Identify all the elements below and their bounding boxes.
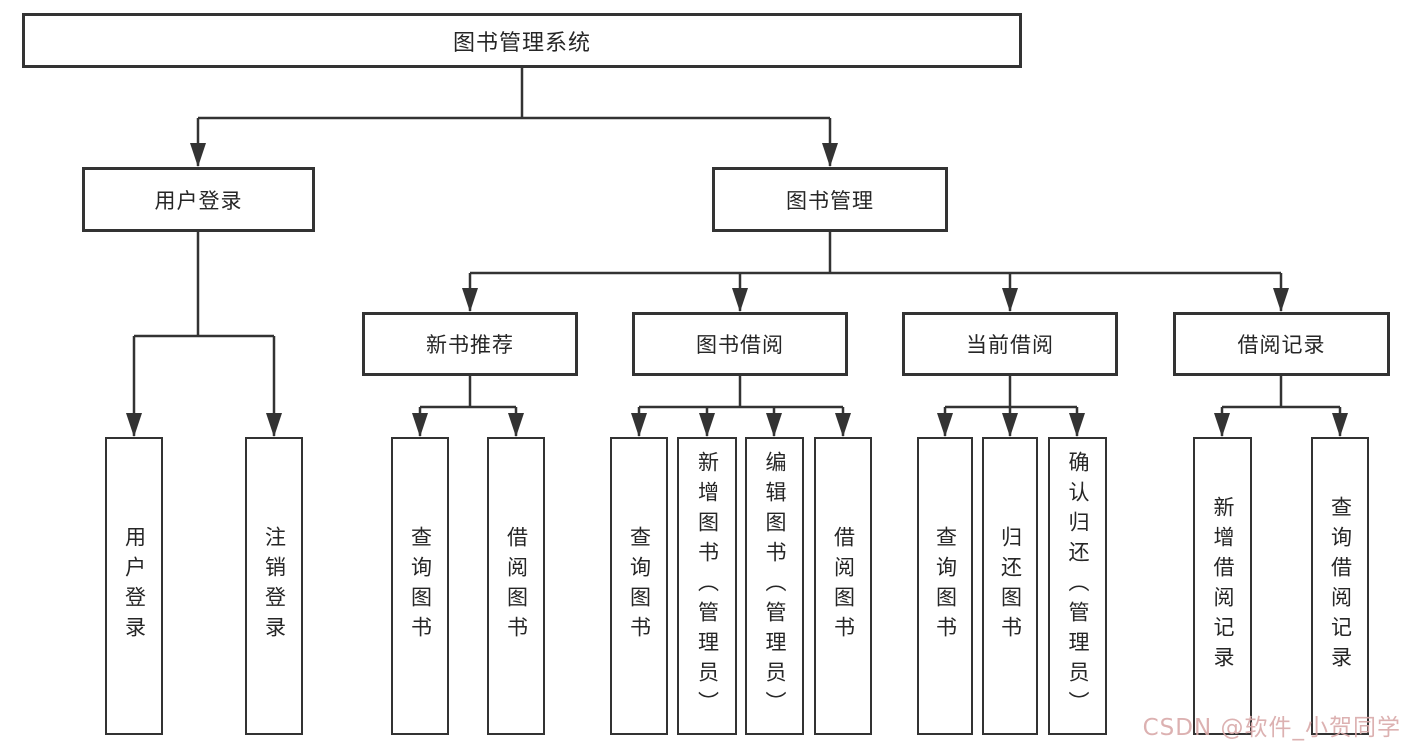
leaf-confirm-return-admin: 确认归还（管理员） [1048, 437, 1107, 735]
connector-trunks [134, 68, 1340, 409]
leaf-label: 查询图书 [627, 526, 652, 646]
leaf-borrow-books-recommend: 借阅图书 [487, 437, 545, 735]
node-current-borrowing: 当前借阅 [902, 312, 1118, 376]
leaf-add-books-admin: 新增图书（管理员） [677, 437, 737, 735]
leaf-label: 借阅图书 [831, 526, 856, 646]
leaf-label: 查询图书 [408, 526, 433, 646]
leaf-label: 查询图书 [933, 526, 958, 646]
leaf-label: 归还图书 [998, 526, 1023, 646]
leaf-query-books-current: 查询图书 [917, 437, 973, 735]
leaf-return-books: 归还图书 [982, 437, 1038, 735]
leaf-label: 借阅图书 [504, 526, 529, 646]
node-book-borrowing: 图书借阅 [632, 312, 848, 376]
leaf-label: 注销登录 [262, 526, 287, 646]
csdn-watermark: CSDN @软件_小贺同学 [1142, 715, 1401, 741]
leaf-borrow-books: 借阅图书 [814, 437, 872, 735]
node-root-system: 图书管理系统 [22, 13, 1022, 68]
leaf-label: 新增借阅记录 [1211, 496, 1235, 676]
node-borrow-records: 借阅记录 [1173, 312, 1390, 376]
leaf-label: 新增图书（管理员） [695, 451, 720, 721]
node-user-login: 用户登录 [82, 167, 315, 232]
leaf-label: 编辑图书（管理员） [763, 451, 787, 721]
leaf-label: 用户登录 [122, 526, 147, 646]
leaf-edit-books-admin: 编辑图书（管理员） [745, 437, 804, 735]
node-book-management: 图书管理 [712, 167, 948, 232]
leaf-query-books-borrowing: 查询图书 [610, 437, 668, 735]
node-new-book-recommend: 新书推荐 [362, 312, 578, 376]
leaf-user-login: 用户登录 [105, 437, 163, 735]
leaf-label: 查询借阅记录 [1328, 496, 1353, 676]
leaf-query-borrow-record: 查询借阅记录 [1311, 437, 1369, 735]
leaf-add-borrow-record: 新增借阅记录 [1193, 437, 1252, 735]
leaf-label: 确认归还（管理员） [1066, 451, 1090, 721]
leaf-query-books-recommend: 查询图书 [391, 437, 449, 735]
leaf-logout: 注销登录 [245, 437, 303, 735]
